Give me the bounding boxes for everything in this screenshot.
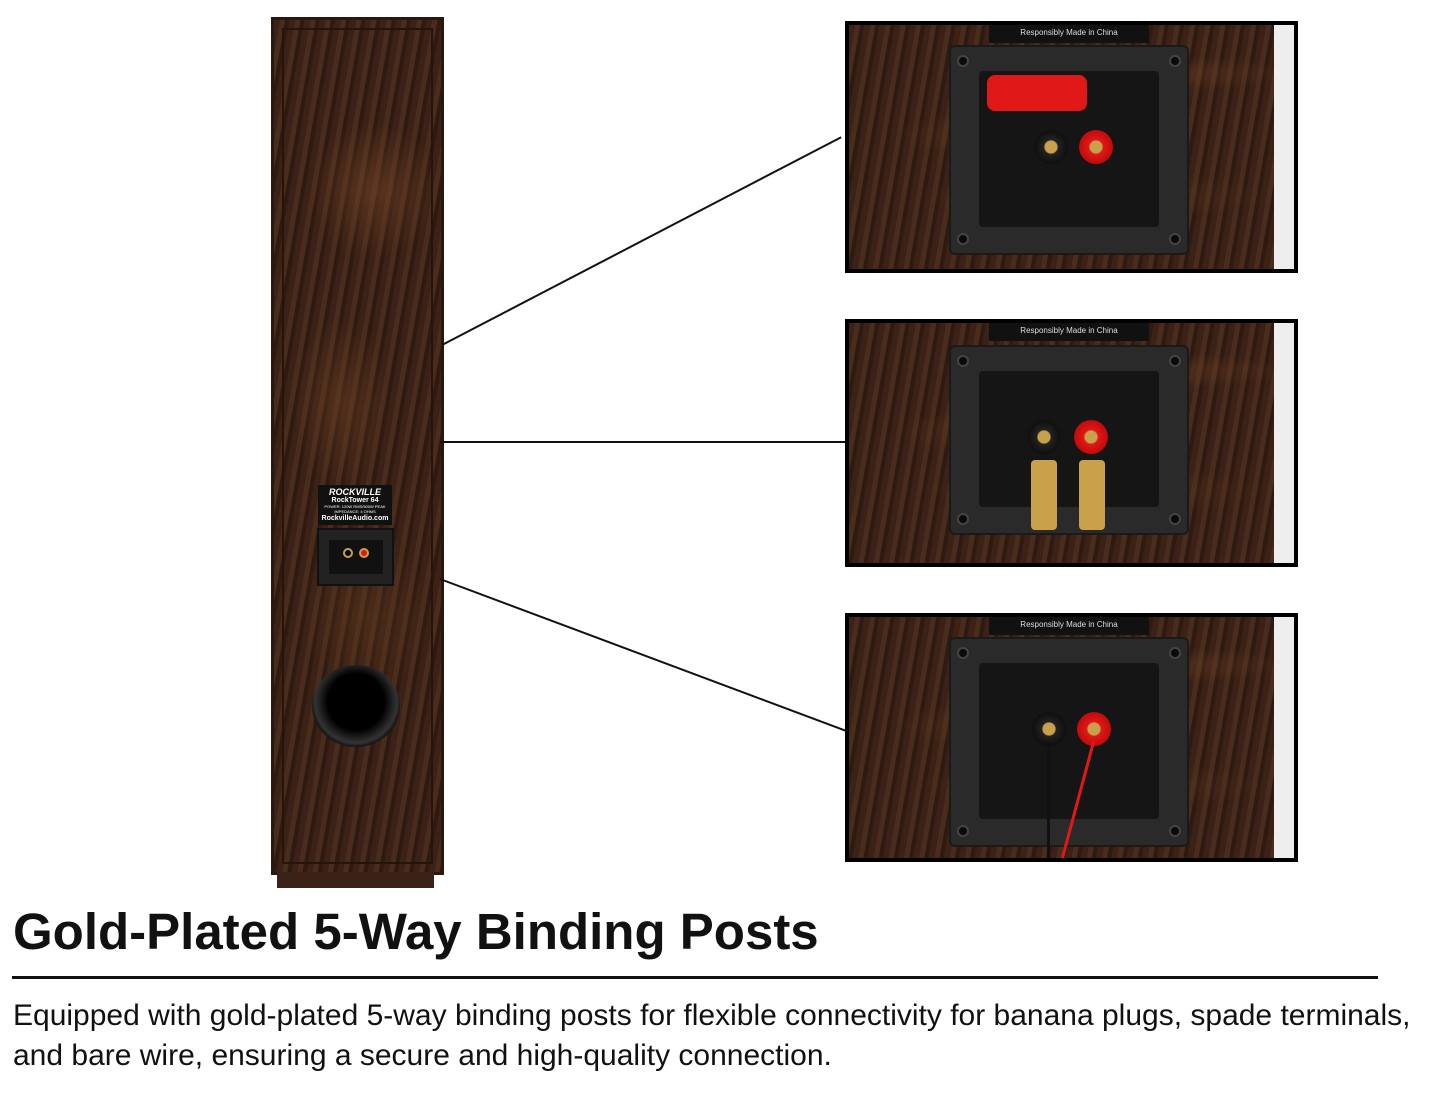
impedance-spec: IMPEDANCE: 4 OHMS bbox=[334, 508, 376, 514]
wire bbox=[1047, 742, 1050, 858]
callout-line bbox=[440, 441, 846, 443]
callout-line bbox=[441, 136, 842, 346]
panel-spade-terminals: Responsibly Made in China bbox=[845, 319, 1298, 567]
speaker-label: ROCKVILLE RockTower 64 POWER: 120W RMS/5… bbox=[318, 485, 392, 525]
power-spec: POWER: 120W RMS/500W PEAK bbox=[324, 504, 386, 510]
banana-plug-icon bbox=[987, 75, 1087, 111]
black-post-icon bbox=[343, 548, 353, 558]
divider bbox=[12, 976, 1378, 979]
speaker-frame bbox=[282, 28, 433, 864]
terminal-plate bbox=[317, 528, 394, 586]
spade-terminal-icon bbox=[1031, 460, 1057, 530]
brand-logo: ROCKVILLE bbox=[328, 487, 381, 497]
description: Equipped with gold-plated 5-way binding … bbox=[13, 999, 1411, 1072]
red-post-icon bbox=[359, 548, 369, 558]
made-in-tag: Responsibly Made in China bbox=[989, 323, 1149, 341]
bass-port bbox=[312, 665, 400, 747]
panel-bare-wire: Responsibly Made in China bbox=[845, 613, 1298, 862]
made-in-tag: Responsibly Made in China bbox=[989, 25, 1149, 43]
panel-banana-plugs: Responsibly Made in China bbox=[845, 21, 1298, 273]
callout-line bbox=[439, 578, 856, 736]
model-name: RockTower 64 bbox=[331, 497, 379, 505]
speaker-base bbox=[277, 872, 434, 888]
spade-terminal-icon bbox=[1079, 460, 1105, 530]
made-in-tag: Responsibly Made in China bbox=[989, 617, 1149, 635]
website: RockvilleAudio.com bbox=[321, 514, 389, 522]
page-title: Gold-Plated 5-Way Binding Posts bbox=[13, 903, 819, 960]
